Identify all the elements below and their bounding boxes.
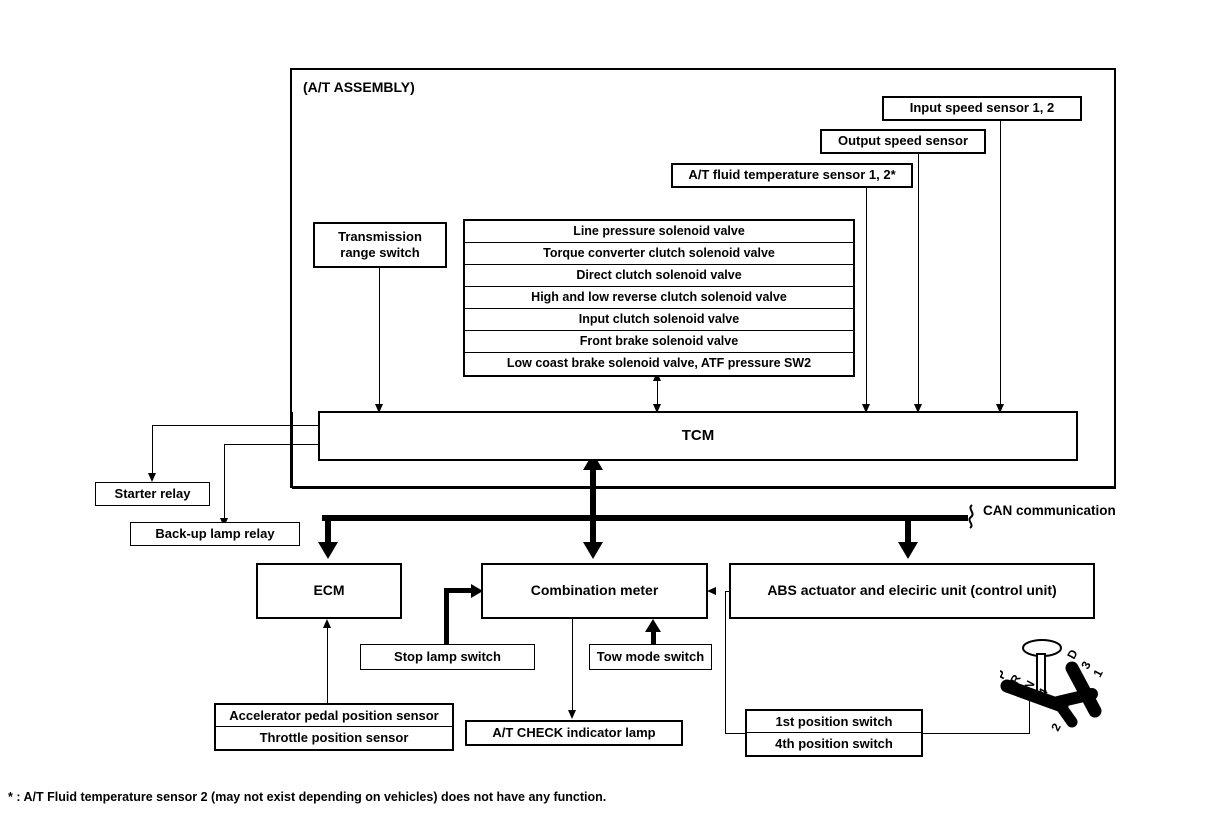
backup-lamp-relay-label: Back-up lamp relay	[155, 525, 275, 541]
stop-lamp-switch-arrowhead	[471, 584, 483, 598]
abs-actuator-label: ABS actuator and eleciric unit (control …	[767, 582, 1057, 599]
ecm-box[interactable]: ECM	[256, 563, 402, 619]
pedal-sensor-ecm-line	[327, 628, 328, 703]
starter-relay-box[interactable]: Starter relay	[95, 482, 210, 506]
transmission-range-switch-label-2: range switch	[340, 245, 420, 260]
output-speed-sensor-box[interactable]: Output speed sensor	[820, 129, 986, 154]
starter-relay-v-line	[152, 425, 153, 475]
solenoid-row: High and low reverse clutch solenoid val…	[465, 287, 853, 309]
pedal-sensor-row: Throttle position sensor	[259, 730, 409, 745]
footnote-text: * : A/T Fluid temperature sensor 2 (may …	[8, 790, 607, 804]
svg-text:2: 2	[1048, 721, 1064, 734]
at-fluid-temp-sensor-label: A/T fluid temperature sensor 1, 2*	[688, 167, 896, 183]
input-speed-sensor-box[interactable]: Input speed sensor 1, 2	[882, 96, 1082, 121]
input-speed-sensor-line	[1000, 121, 1001, 405]
tow-mode-switch-arrowhead	[645, 619, 661, 632]
at-assembly-label: (A/T ASSEMBLY)	[303, 79, 415, 95]
at-check-lamp-box[interactable]: A/T CHECK indicator lamp	[465, 720, 683, 746]
can-bus-line	[322, 515, 968, 521]
transmission-range-switch-box[interactable]: Transmission range switch	[313, 222, 447, 268]
backup-lamp-relay-h-line	[224, 444, 320, 445]
solenoid-tcm-arrowhead-down	[653, 404, 661, 413]
tcm-can-connector	[590, 462, 596, 516]
position-switch-h-line-2	[725, 733, 747, 734]
tow-mode-switch-label: Tow mode switch	[596, 648, 705, 664]
position-switch-stack: 1st position switch 4th position switch	[745, 709, 923, 757]
stop-lamp-switch-box[interactable]: Stop lamp switch	[360, 644, 535, 670]
input-speed-sensor-label: Input speed sensor 1, 2	[909, 100, 1055, 116]
output-speed-sensor-line	[918, 154, 919, 405]
transmission-range-switch-label-1: Transmission	[338, 228, 422, 244]
abs-actuator-box[interactable]: ABS actuator and eleciric unit (control …	[729, 563, 1095, 619]
ecm-label: ECM	[313, 582, 345, 599]
at-check-lamp-line	[572, 619, 573, 712]
position-switch-arrowhead	[707, 587, 716, 595]
at-assembly-frame	[290, 68, 1116, 488]
combination-meter-label: Combination meter	[530, 582, 659, 599]
solenoid-row: Low coast brake solenoid valve, ATF pres…	[506, 356, 812, 370]
at-check-lamp-arrowhead	[568, 710, 576, 719]
output-speed-sensor-label: Output speed sensor	[837, 133, 969, 149]
can-bus-break-icon	[963, 503, 981, 534]
input-speed-sensor-arrowhead	[996, 404, 1004, 413]
combination-meter-box[interactable]: Combination meter	[481, 563, 708, 619]
at-fluid-temp-sensor-box[interactable]: A/T fluid temperature sensor 1, 2*	[671, 163, 913, 188]
tcm-label: TCM	[681, 426, 715, 444]
at-fluid-temp-sensor-arrowhead	[862, 404, 870, 413]
transmission-range-switch-line	[379, 268, 380, 405]
tow-mode-switch-line	[651, 628, 656, 645]
stop-lamp-switch-label: Stop lamp switch	[394, 648, 501, 664]
solenoid-row: Direct clutch solenoid valve	[465, 265, 853, 287]
backup-lamp-relay-box[interactable]: Back-up lamp relay	[130, 522, 300, 546]
assembly-bottom-line	[292, 488, 1116, 489]
starter-relay-h-line	[152, 425, 320, 426]
shift-lever-link-v	[1029, 700, 1030, 734]
svg-text:1: 1	[1090, 667, 1106, 680]
assembly-left-drop-line	[292, 412, 293, 488]
tcm-box[interactable]: TCM	[318, 411, 1078, 461]
shift-gate-illustration: P R N 4 D 3 1 2	[993, 638, 1128, 753]
can-communication-label: CAN communication	[983, 503, 1116, 518]
solenoid-row: Front brake solenoid valve	[465, 331, 853, 353]
shift-lever-link-h	[923, 733, 1029, 734]
solenoid-row: Line pressure solenoid valve	[465, 221, 853, 243]
pedal-sensor-ecm-arrowhead	[323, 619, 331, 628]
solenoid-tcm-line	[657, 374, 658, 412]
solenoid-row: Torque converter clutch solenoid valve	[465, 243, 853, 265]
can-combination-meter-arrowhead	[583, 542, 603, 559]
position-switch-row: 4th position switch	[775, 736, 893, 751]
stop-lamp-switch-h-line	[444, 588, 474, 593]
can-abs-branch	[905, 515, 911, 545]
can-combination-meter-branch	[590, 515, 596, 545]
tow-mode-switch-box[interactable]: Tow mode switch	[589, 644, 712, 670]
can-ecm-branch	[325, 515, 331, 545]
stop-lamp-switch-v-line	[444, 591, 449, 645]
at-check-lamp-label: A/T CHECK indicator lamp	[492, 724, 656, 740]
starter-relay-arrowhead	[148, 473, 156, 482]
backup-lamp-relay-v-line	[224, 444, 225, 520]
can-ecm-arrowhead	[318, 542, 338, 559]
can-abs-arrowhead	[898, 542, 918, 559]
output-speed-sensor-arrowhead	[914, 404, 922, 413]
solenoid-row: Input clutch solenoid valve	[465, 309, 853, 331]
starter-relay-label: Starter relay	[114, 485, 191, 501]
at-fluid-temp-sensor-line	[866, 188, 867, 405]
position-switch-v-line	[725, 591, 726, 733]
transmission-range-switch-arrowhead	[375, 404, 383, 413]
pedal-sensor-row: Accelerator pedal position sensor	[216, 705, 452, 727]
svg-text:D: D	[1064, 647, 1081, 662]
position-switch-row: 1st position switch	[747, 711, 921, 733]
